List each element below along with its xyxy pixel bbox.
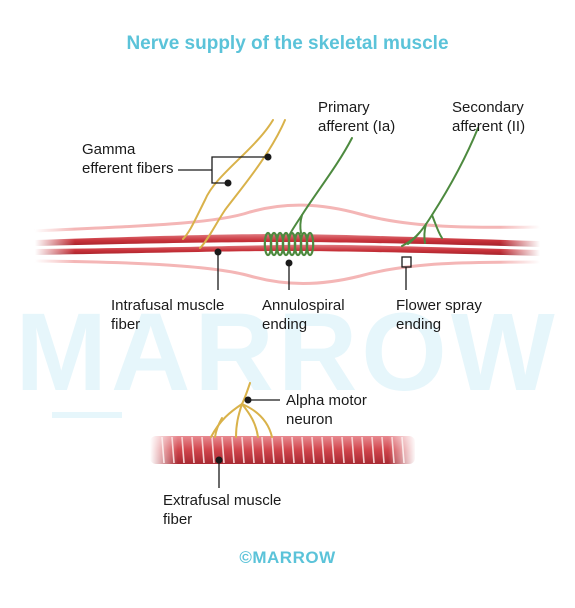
leader-lines xyxy=(178,156,412,488)
primary-afferent-nerve xyxy=(289,137,353,235)
label-annulospiral-ending: Annulospiral ending xyxy=(262,296,345,334)
label-flower-spray-ending: Flower spray ending xyxy=(396,296,482,334)
label-gamma-efferent: Gamma efferent fibers xyxy=(82,140,173,178)
label-gamma-line2: efferent fibers xyxy=(82,160,174,177)
label-alpha-line2: neuron xyxy=(286,411,333,428)
label-annulospiral-line2: ending xyxy=(262,316,308,333)
label-annulospiral-line1: Annulospiral xyxy=(262,297,345,314)
watermark: MARROW xyxy=(15,291,558,414)
label-extrafusal-line2: fiber xyxy=(163,511,193,528)
secondary-afferent-nerve xyxy=(401,127,479,247)
label-extrafusal-fiber: Extrafusal muscle fiber xyxy=(163,491,281,529)
label-intrafusal-fiber: Intrafusal muscle fiber xyxy=(111,296,224,334)
spindle-capsule xyxy=(34,203,541,285)
label-primary-afferent: Primary afferent (Ia) xyxy=(318,98,395,136)
annulospiral-coil xyxy=(263,231,315,257)
watermark-bar xyxy=(52,412,122,418)
intrafusal-fiber xyxy=(35,225,540,265)
label-intrafusal-line1: Intrafusal muscle xyxy=(111,297,225,314)
label-alpha-motor-neuron: Alpha motor neuron xyxy=(286,391,367,429)
label-secondary-afferent: Secondary afferent (II) xyxy=(452,98,525,136)
label-primary-line2: afferent (Ia) xyxy=(318,118,396,135)
label-flower-line2: ending xyxy=(396,316,442,333)
footer-logo: ©MARROW xyxy=(239,548,336,567)
label-intrafusal-line2: fiber xyxy=(111,316,141,333)
label-flower-line1: Flower spray xyxy=(396,297,482,314)
extrafusal-fiber xyxy=(150,436,416,464)
label-alpha-line1: Alpha motor xyxy=(286,392,367,409)
label-extrafusal-line1: Extrafusal muscle xyxy=(163,492,282,509)
diagram-title: Nerve supply of the skeletal muscle xyxy=(126,33,449,54)
label-secondary-line1: Secondary xyxy=(452,99,524,116)
leader-dots xyxy=(214,153,293,464)
gamma-efferent-nerves xyxy=(182,119,286,249)
alpha-motor-nerve xyxy=(210,382,273,438)
label-secondary-line2: afferent (II) xyxy=(452,118,526,135)
label-gamma-line1: Gamma xyxy=(82,141,136,158)
label-primary-line1: Primary xyxy=(318,99,370,116)
